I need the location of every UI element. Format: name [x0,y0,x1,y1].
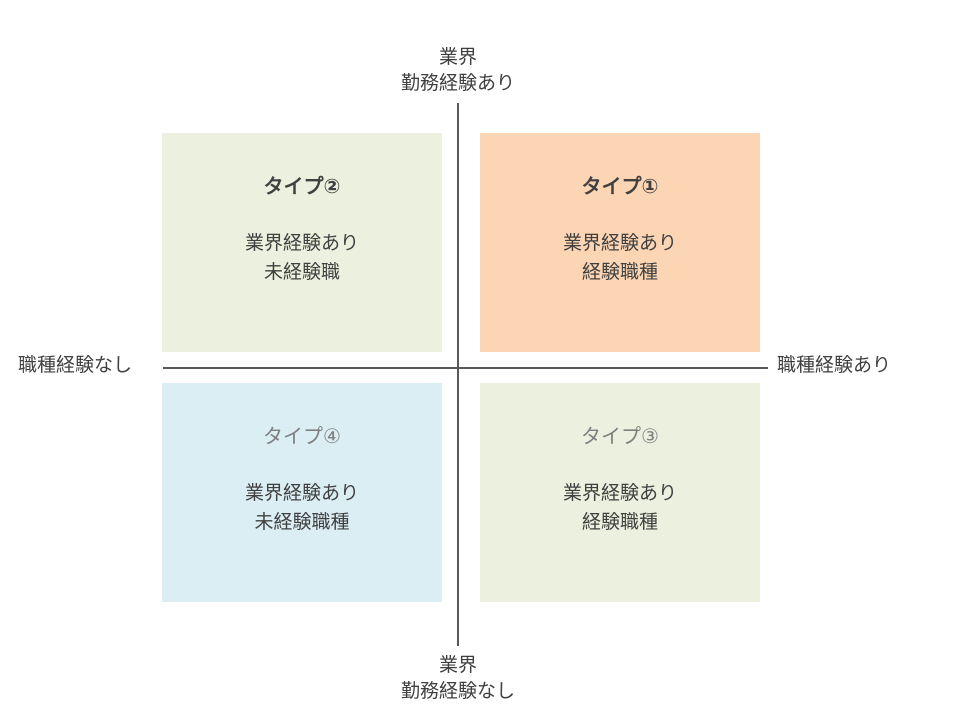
quadrant-title: タイプ③ [581,424,659,448]
axis-label-right: 職種経験あり [777,354,892,376]
quadrant-line-2: 未経験職種 [254,511,350,533]
quadrant-line-1: 業界経験あり [562,482,677,504]
quadrant-type-1: タイプ① 業界経験あり 経験職種 [480,133,760,352]
quadrant-title: タイプ④ [263,424,341,448]
quadrant-line-1: 業界経験あり [244,232,359,254]
quadrant-type-2: タイプ② 業界経験あり 未経験職 [162,133,442,352]
axis-label-bottom: 業界 勤務経験なし [370,652,546,704]
axis-label-bottom-line-1: 業界 [438,654,477,676]
quadrant-line-1: 業界経験あり [244,482,359,504]
axis-label-top-line-1: 業界 [438,46,477,68]
quadrant-type-4: タイプ④ 業界経験あり 未経験職種 [162,383,442,602]
quadrant-line-2: 経験職種 [581,511,658,533]
vertical-axis [457,103,459,646]
axis-label-bottom-line-2: 勤務経験なし [400,680,515,702]
axis-label-top-line-2: 勤務経験あり [400,72,515,94]
quadrant-title: タイプ① [581,174,659,198]
quadrant-line-2: 経験職種 [581,261,658,283]
quadrant-type-3: タイプ③ 業界経験あり 経験職種 [480,383,760,602]
axis-label-left: 職種経験なし [18,354,133,376]
axis-label-top: 業界 勤務経験あり [370,44,546,96]
quadrant-title: タイプ② [263,174,341,198]
quadrant-line-1: 業界経験あり [562,232,677,254]
horizontal-axis [163,367,768,369]
quadrant-line-2: 未経験職 [263,261,340,283]
